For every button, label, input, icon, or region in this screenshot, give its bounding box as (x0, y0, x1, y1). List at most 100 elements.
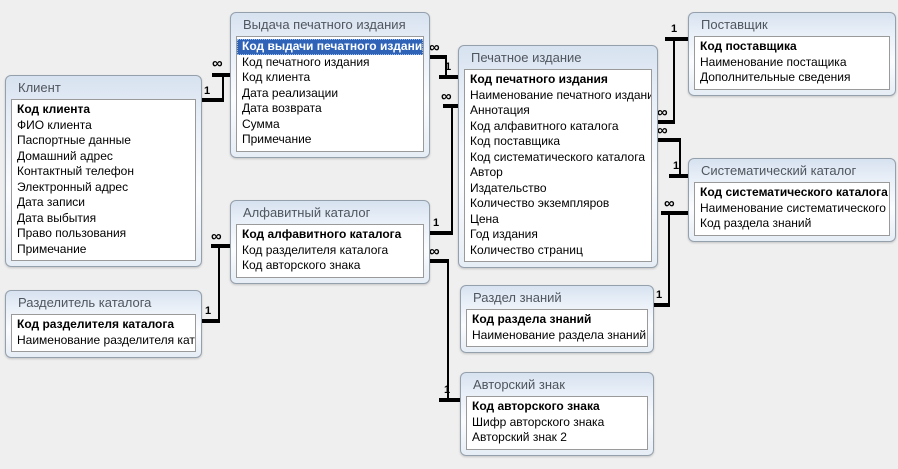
cardinality-many-label: ∞ (657, 122, 668, 139)
relationship-line-avtorskiy-alfavit[interactable] (428, 259, 449, 263)
relationship-line-sistemat-pechatnoe[interactable] (679, 138, 681, 178)
field-row[interactable]: Контактный телефон (17, 164, 134, 178)
field-row[interactable]: Код печатного издания (470, 72, 608, 86)
relationship-line-klient-vydacha[interactable] (212, 73, 230, 77)
field-row[interactable]: Код разделителя каталога (242, 242, 389, 257)
table-klient-fields: Код клиента ФИО клиента Паспортные данны… (11, 99, 196, 261)
field-row[interactable]: Наименование систематического каталога (700, 200, 889, 215)
table-razdel-znaniy-title[interactable]: Раздел знаний (473, 290, 562, 305)
field-row[interactable]: Код печатного издания (242, 54, 370, 69)
field-row[interactable]: Количество страниц (470, 242, 583, 257)
relationship-line-alfavit-pechatnoe[interactable] (428, 231, 453, 235)
table-razdelitel: Разделитель каталога Код разделителя кат… (5, 290, 202, 358)
field-row[interactable]: Дата выбытия (17, 210, 97, 225)
table-sistemat-fields: Код систематического каталога Наименован… (694, 182, 890, 236)
field-row[interactable]: Наименование постащика (700, 54, 847, 69)
relationship-line-alfavit-pechatnoe[interactable] (443, 104, 458, 108)
field-row[interactable]: Код авторского знака (472, 399, 600, 413)
cardinality-one-label: 1 (433, 217, 440, 229)
relationship-line-razdelitel-alfavit[interactable] (218, 244, 220, 321)
relationship-line-razdel-sistemat[interactable] (668, 211, 670, 307)
relationship-line-klient-vydacha[interactable] (222, 75, 224, 102)
field-row[interactable]: Дата реализации (242, 85, 339, 100)
field-row[interactable]: Издательство (470, 180, 547, 195)
cardinality-one-label: 1 (444, 384, 451, 396)
relationship-line-avtorskiy-alfavit[interactable] (447, 259, 449, 402)
field-row[interactable]: Шифр авторского знака (472, 414, 605, 429)
relationship-line-sistemat-pechatnoe[interactable] (656, 138, 681, 142)
table-postavshik-title[interactable]: Поставщик (701, 17, 768, 32)
table-postavshik-fields: Код поставщика Наименование постащика До… (694, 36, 890, 90)
cardinality-one-label: 1 (445, 61, 452, 73)
field-row[interactable]: Электронный адрес (17, 179, 129, 194)
relationship-line-razdel-sistemat[interactable] (661, 211, 688, 215)
table-avtorskiy: Авторский знак Код авторского знака Шифр… (460, 372, 654, 456)
relationship-line-postavshik-pechatnoe[interactable] (673, 37, 675, 124)
field-row[interactable]: Паспортные данные (17, 133, 131, 147)
field-row[interactable]: Авторский знак 2 (472, 430, 567, 444)
field-row[interactable]: Примечание (17, 241, 87, 256)
relationship-line-razdel-sistemat[interactable] (652, 303, 670, 307)
field-row[interactable]: Код разделителя каталога (17, 317, 175, 331)
field-row[interactable]: Код клиента (17, 102, 91, 116)
table-vydacha-title[interactable]: Выдача печатного издания (243, 17, 406, 32)
relationship-line-pechatnoe-vydacha[interactable] (428, 55, 447, 59)
field-row[interactable]: Примечание (242, 132, 312, 146)
table-klient-title[interactable]: Клиент (18, 80, 61, 95)
cardinality-one-label: 1 (205, 305, 212, 317)
field-row[interactable]: Наименование разделителя каталога (17, 332, 195, 347)
field-row[interactable]: Право пользования (17, 226, 127, 240)
table-alfavit-title[interactable]: Алфавитный каталог (243, 205, 371, 220)
relationship-line-sistemat-pechatnoe[interactable] (669, 174, 688, 178)
table-sistemat: Систематический каталог Код систематичес… (688, 158, 896, 242)
relationship-line-alfavit-pechatnoe[interactable] (451, 104, 453, 235)
relationship-line-razdelitel-alfavit[interactable] (200, 319, 220, 323)
relationship-line-pechatnoe-vydacha[interactable] (439, 75, 458, 79)
relationship-line-klient-vydacha[interactable] (200, 98, 224, 102)
relationship-line-pechatnoe-vydacha[interactable] (445, 55, 447, 79)
field-row[interactable]: ФИО клиента (17, 117, 92, 132)
table-alfavit: Алфавитный каталог Код алфавитного катал… (230, 200, 430, 284)
field-row[interactable]: Наименование печатного издания (470, 87, 651, 102)
field-row[interactable]: Дата возврата (242, 101, 322, 115)
field-row[interactable]: Дополнительные сведения (700, 70, 851, 84)
cardinality-one-label: 1 (671, 23, 678, 35)
field-row-selected[interactable]: Код выдачи печатного издания (237, 39, 423, 55)
table-pechatnoe-fields: Код печатного издания Наименование печат… (464, 69, 652, 262)
field-row[interactable]: Год издания (470, 227, 538, 241)
relationship-line-razdelitel-alfavit[interactable] (211, 244, 230, 248)
field-row[interactable]: Код алфавитного каталога (242, 227, 402, 241)
field-row[interactable]: Цена (470, 211, 499, 226)
table-razdelitel-fields: Код разделителя каталога Наименование ра… (11, 314, 196, 352)
table-razdelitel-title[interactable]: Разделитель каталога (18, 295, 152, 310)
field-row[interactable]: Аннотация (470, 103, 530, 117)
field-row[interactable]: Код алфавитного каталога (470, 118, 619, 133)
relationship-line-postavshik-pechatnoe[interactable] (656, 120, 675, 124)
relationship-line-avtorskiy-alfavit[interactable] (439, 398, 460, 402)
field-row[interactable]: Сумма (242, 116, 280, 131)
cardinality-one-label: 1 (204, 85, 211, 97)
field-row[interactable]: Код раздела знаний (700, 216, 812, 230)
field-row[interactable]: Домашний адрес (17, 148, 113, 163)
relationship-line-postavshik-pechatnoe[interactable] (665, 37, 688, 41)
cardinality-many-label: ∞ (657, 104, 668, 121)
cardinality-one-label: 1 (656, 289, 663, 301)
field-row[interactable]: Код поставщика (700, 39, 797, 53)
field-row[interactable]: Автор (470, 165, 503, 179)
table-avtorskiy-title[interactable]: Авторский знак (473, 377, 565, 392)
field-row[interactable]: Код поставщика (470, 134, 561, 148)
field-row[interactable]: Код раздела знаний (472, 312, 592, 326)
table-razdel-znaniy-fields: Код раздела знаний Наименование раздела … (466, 309, 648, 347)
table-klient: Клиент Код клиента ФИО клиента Паспортны… (5, 75, 202, 267)
table-sistemat-title[interactable]: Систематический каталог (701, 163, 857, 178)
table-pechatnoe-title[interactable]: Печатное издание (471, 50, 582, 65)
table-vydacha: Выдача печатного издания Код выдачи печа… (230, 12, 430, 158)
field-row[interactable]: Код клиента (242, 70, 311, 84)
field-row[interactable]: Количество экземпляров (470, 196, 610, 210)
field-row[interactable]: Дата записи (17, 195, 85, 209)
field-row[interactable]: Код систематического каталога (470, 149, 645, 164)
field-row[interactable]: Код систематического каталога (700, 185, 888, 199)
field-row[interactable]: Код авторского знака (242, 258, 361, 272)
cardinality-many-label: ∞ (211, 228, 222, 245)
field-row[interactable]: Наименование раздела знаний (472, 327, 647, 342)
